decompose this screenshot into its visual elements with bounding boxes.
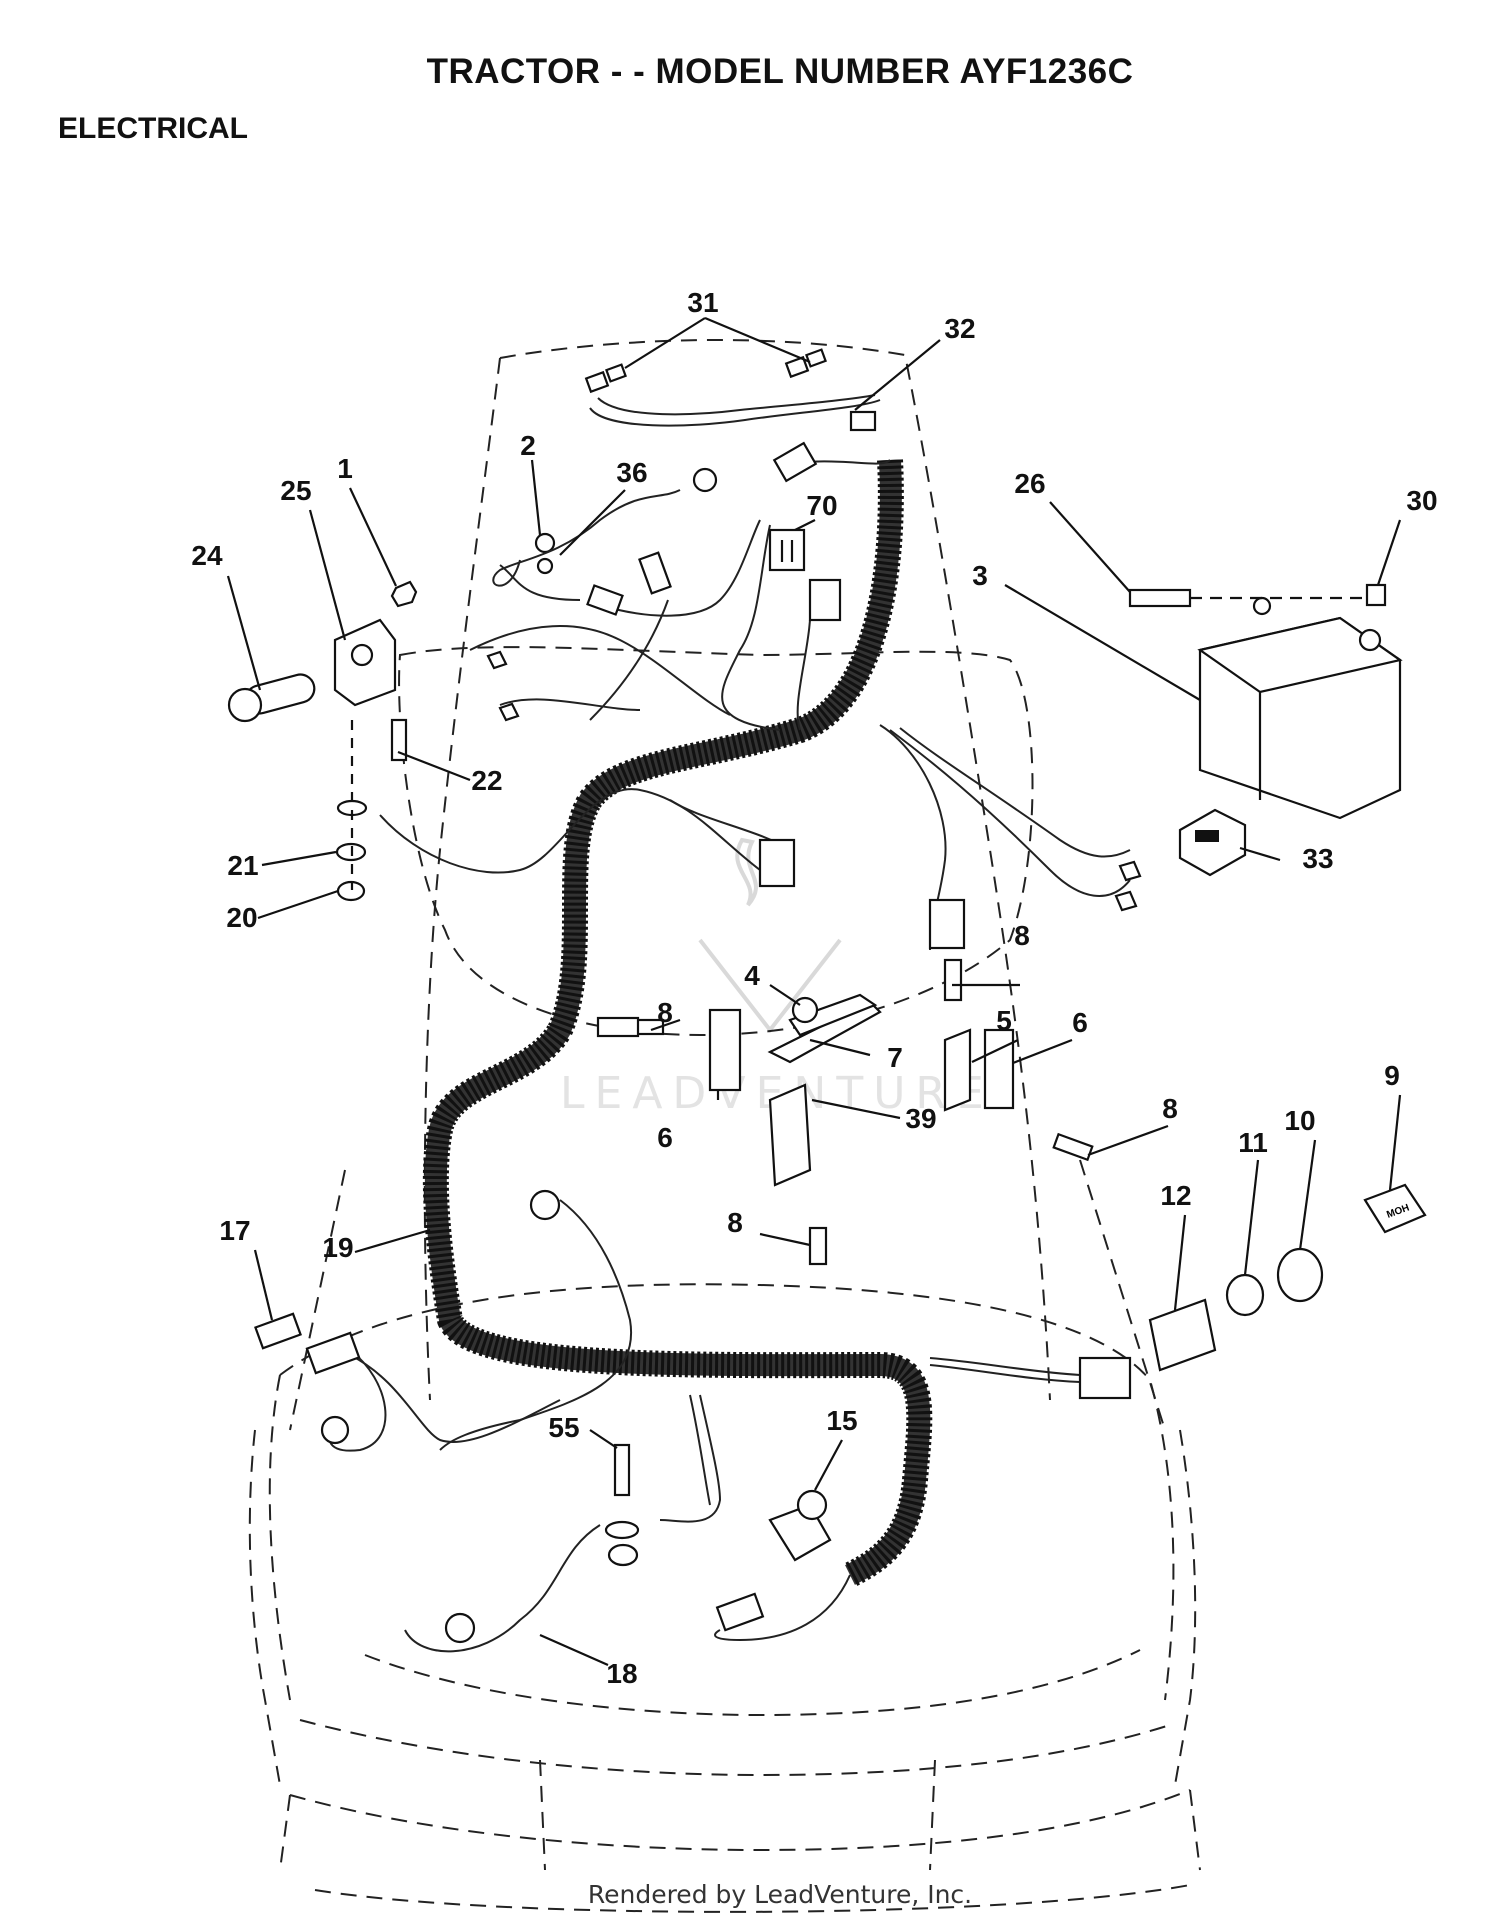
callout-30: 30 (1406, 485, 1437, 516)
harness-connectors (486, 441, 1142, 950)
battery-assembly (1128, 583, 1403, 820)
callout-25: 25 (280, 475, 311, 506)
callout-labels: 31 32 2 36 70 26 30 3 33 1 25 24 22 21 2… (191, 287, 1437, 1689)
callout-1: 1 (337, 453, 353, 484)
tractor-outline (248, 339, 1201, 1913)
callout-22: 22 (471, 765, 502, 796)
starter-solenoid-assembly (227, 580, 418, 902)
callout-17: 17 (219, 1215, 250, 1246)
callout-6-left: 6 (657, 1122, 673, 1153)
section-title: ELECTRICAL (58, 112, 248, 145)
callout-4: 4 (744, 960, 760, 991)
callout-7: 7 (887, 1042, 903, 1073)
callout-11: 11 (1238, 1127, 1268, 1158)
callout-55: 55 (548, 1412, 579, 1443)
callout-39: 39 (905, 1103, 936, 1134)
callout-15: 15 (826, 1405, 857, 1436)
headlight-switch (1178, 808, 1247, 877)
callout-33: 33 (1302, 843, 1333, 874)
callout-8-bottom: 8 (727, 1207, 743, 1238)
callout-21: 21 (227, 850, 258, 881)
callout-36: 36 (616, 457, 647, 488)
callout-5: 5 (996, 1005, 1012, 1036)
page-title: TRACTOR - - MODEL NUMBER AYF1236C (426, 52, 1134, 91)
callout-9: 9 (1384, 1060, 1400, 1091)
callout-18: 18 (606, 1658, 637, 1689)
leader-lines (226, 316, 1402, 1667)
callout-32: 32 (944, 313, 975, 344)
callout-3: 3 (972, 560, 988, 591)
callout-10: 10 (1284, 1105, 1315, 1136)
wiring-harness (327, 394, 1131, 1653)
footer-credit: Rendered by LeadVenture, Inc. (587, 1880, 973, 1909)
lower-components (254, 1189, 832, 1644)
callout-70: 70 (806, 490, 837, 521)
callout-6-right: 6 (1072, 1007, 1088, 1038)
callout-31: 31 (687, 287, 718, 318)
headlight-bulbs (584, 348, 877, 432)
callout-8-left: 8 (657, 997, 673, 1028)
ground-terminals-top (492, 467, 718, 587)
coil-cord (422, 459, 933, 1587)
callout-2: 2 (520, 430, 536, 461)
callout-19: 19 (322, 1232, 353, 1263)
callout-8-right: 8 (1162, 1093, 1178, 1124)
callout-26: 26 (1014, 468, 1045, 499)
callout-24: 24 (191, 540, 223, 571)
callout-8-top: 8 (1014, 920, 1030, 951)
callout-20: 20 (226, 902, 257, 933)
callout-12: 12 (1160, 1180, 1191, 1211)
bracket-assembly (596, 958, 1094, 1266)
